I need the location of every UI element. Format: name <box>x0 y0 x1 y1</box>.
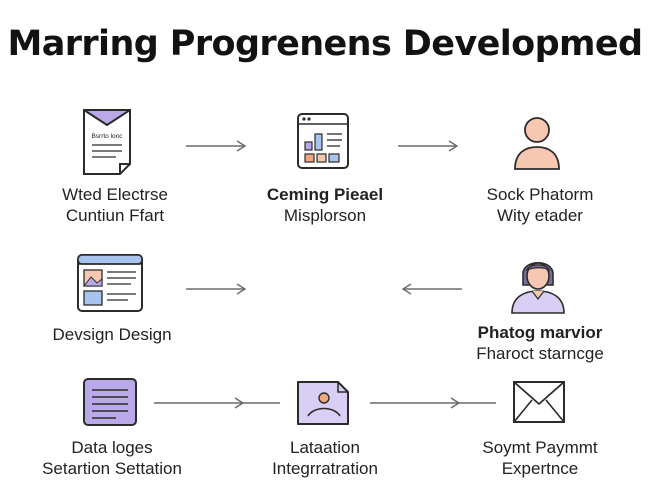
node-chart-window-label: Ceming Pieael Misplorson <box>240 184 410 226</box>
node-image-file-label: Lataation Integrratration <box>240 437 410 479</box>
node-user-label: Sock Phatorm Wity etader <box>455 184 625 226</box>
arrow-5-to-4 <box>401 283 462 295</box>
image-file-icon <box>297 381 349 425</box>
node-user-line1: Sock Phatorm <box>486 185 594 204</box>
user-avatar-icon <box>511 261 565 314</box>
node-user-avatar-line1: Phatog marvior <box>477 323 603 342</box>
document-icon: Bsrrto lonc <box>83 109 131 175</box>
user-icon <box>514 117 560 170</box>
node-browser-window-label: Devsign Design <box>27 324 197 345</box>
node-envelope-line2: Expertnce <box>501 459 579 478</box>
node-browser-window-line1: Devsign Design <box>52 325 172 344</box>
node-list-card-label: Data loges Setartion Settation <box>27 437 197 479</box>
node-list-card-line2: Setartion Settation <box>42 459 182 478</box>
node-list-card-line1: Data loges <box>71 438 153 457</box>
chart-window-icon <box>297 113 349 169</box>
document-icon-text: Bsrrto lonc <box>91 133 123 140</box>
browser-window-icon <box>77 254 143 312</box>
node-image-file-line2: Integrratration <box>272 459 378 478</box>
node-user-line2: Wity etader <box>497 206 583 225</box>
node-chart-window-line2: Misplorson <box>283 206 367 225</box>
node-image-file-line1: Lataation <box>290 438 360 457</box>
arrow-2-to-3 <box>398 140 459 152</box>
list-card-icon <box>83 378 137 426</box>
node-user-avatar-line2: Fharoct starncge <box>476 344 604 363</box>
node-envelope-label: Soymt Paymmt Expertnce <box>455 437 625 479</box>
node-user-avatar-label: Phatog marvior Fharoct starncge <box>455 322 625 364</box>
node-document-line2: Cuntiun Ffart <box>65 206 165 225</box>
envelope-icon <box>513 381 565 423</box>
node-document-label: Wted Electrse Cuntiun Ffart <box>30 184 200 226</box>
arrow-1-to-2 <box>186 140 247 152</box>
node-document-line1: Wted Electrse <box>62 185 168 204</box>
node-envelope-line1: Soymt Paymmt <box>482 438 598 457</box>
node-chart-window-line1: Ceming Pieael <box>266 185 384 204</box>
diagram-title: Marring Progrenens Developmed <box>7 24 643 64</box>
arrow-7-to-8 <box>370 397 496 409</box>
arrow-4-to-5 <box>186 283 247 295</box>
arrow-6-to-7 <box>154 397 280 409</box>
